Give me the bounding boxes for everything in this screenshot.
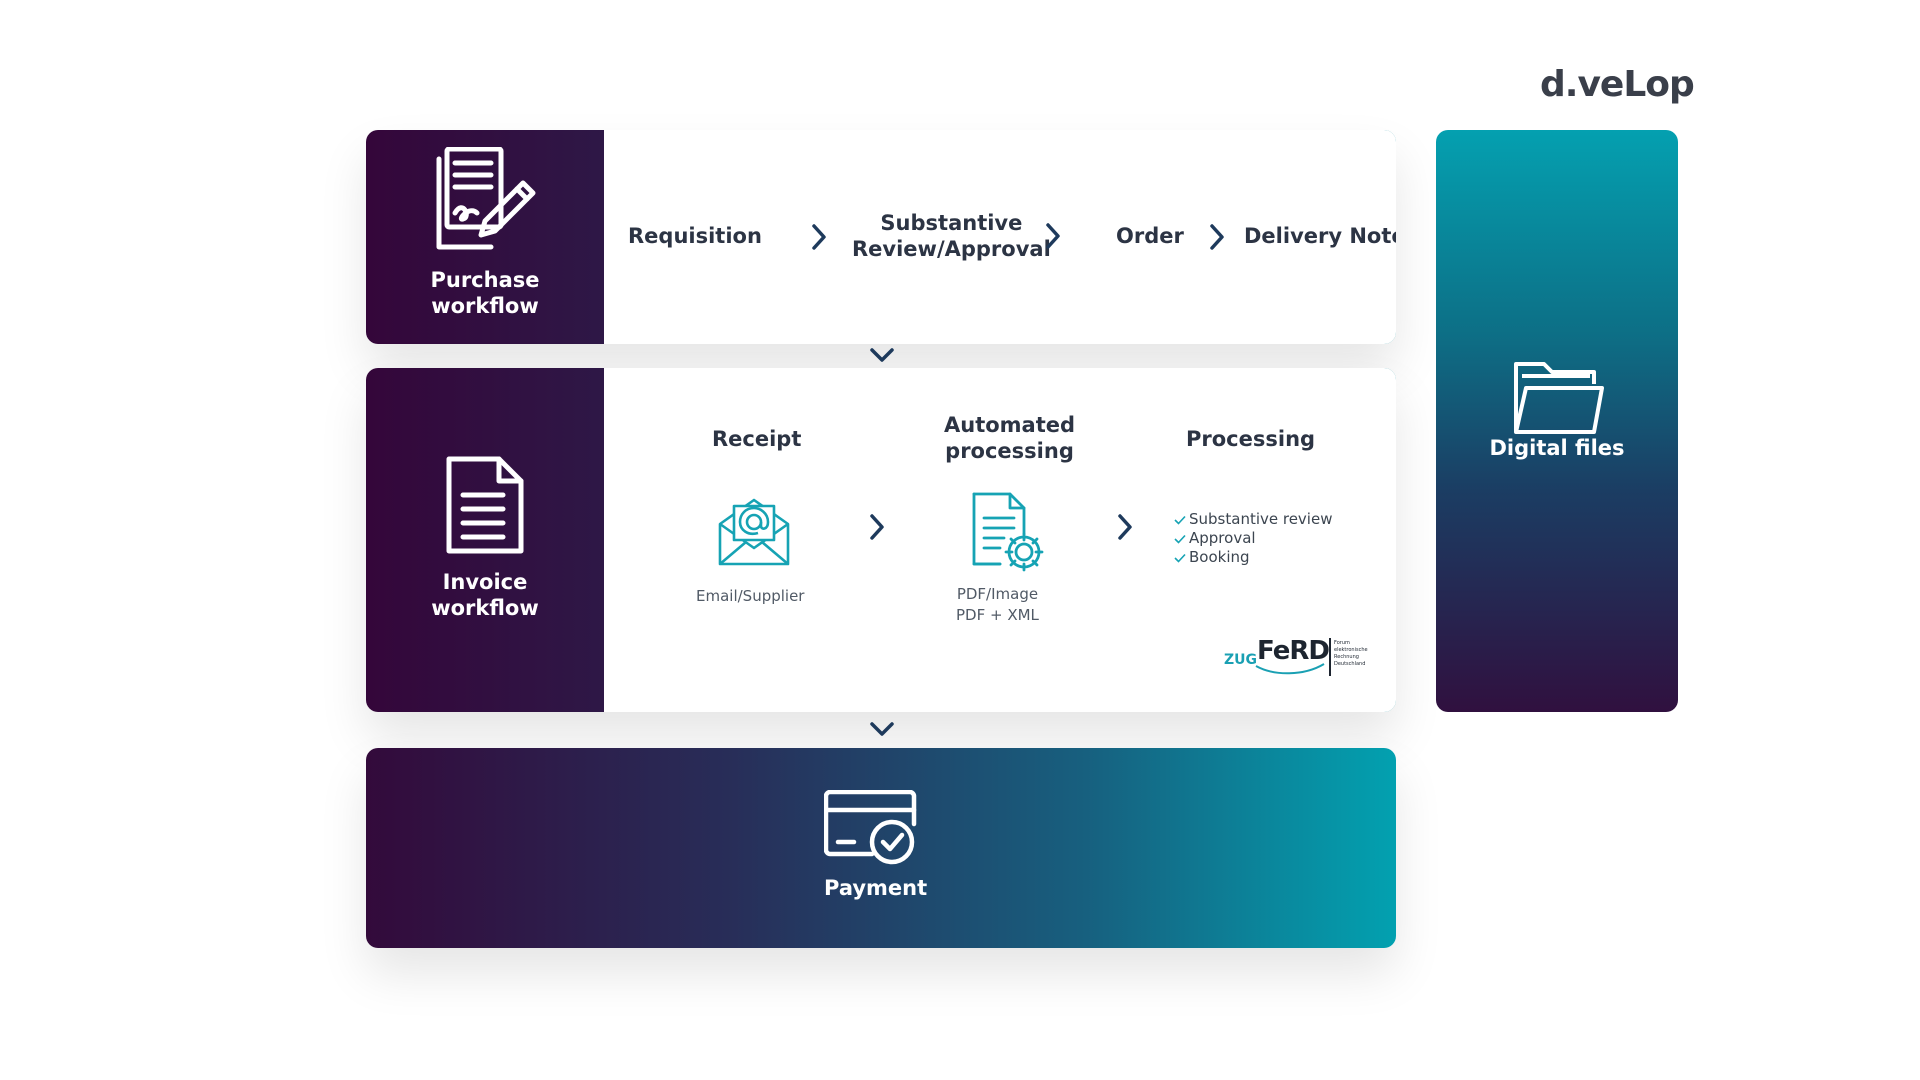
develop-logo: d.veLop — [1540, 64, 1695, 105]
document-gear-icon — [970, 490, 1050, 580]
chevron-right-icon — [1046, 223, 1060, 249]
processing-checklist: Substantive review Approval Booking — [1174, 510, 1332, 567]
digital-files-card: Digital files — [1436, 130, 1678, 712]
chevron-right-icon — [870, 514, 884, 540]
invoice-workflow-header: Invoice workflow — [366, 368, 604, 712]
step-requisition-label: Requisition — [628, 224, 762, 248]
zugferd-main: FeRD — [1257, 636, 1330, 666]
step-order-label: Order — [1116, 224, 1184, 248]
chevron-down-icon — [870, 722, 894, 736]
purchase-title-line2: workflow — [431, 294, 539, 318]
checklist-item: Approval — [1174, 529, 1332, 548]
automated-processing-title: Automated processing — [944, 412, 1075, 464]
digital-files-content: Digital files — [1436, 130, 1678, 712]
automated-title-line2: processing — [945, 439, 1074, 463]
purchase-steps-panel: Requisition Substantive Review/Approval … — [604, 130, 1396, 344]
receipt-title: Receipt — [712, 427, 802, 451]
purchase-workflow-card: Purchase workflow Requisition Substantiv… — [366, 130, 1396, 344]
processing-title: Processing — [1186, 427, 1316, 451]
folder-icon — [1510, 358, 1606, 442]
zugferd-divider — [1329, 638, 1331, 676]
step-substantive-line2: Review/Approval — [852, 237, 1051, 261]
check-label: Approval — [1189, 529, 1256, 547]
checklist-item: Booking — [1174, 548, 1332, 567]
step-requisition: Requisition — [628, 223, 762, 249]
step-substantive-review: Substantive Review/Approval — [852, 210, 1051, 262]
email-envelope-icon — [718, 498, 790, 570]
check-icon — [1174, 515, 1186, 525]
zugferd-logo: ZUG FeRD Forum elektronische Rechnung De… — [1224, 636, 1384, 682]
contract-signature-icon — [433, 146, 537, 257]
card-check-icon — [823, 789, 920, 870]
automated-caption-line2: PDF + XML — [956, 606, 1039, 624]
step-delivery-note: Delivery Note — [1244, 223, 1396, 249]
payment-title: Payment — [824, 876, 928, 900]
zugferd-prefix: ZUG — [1224, 652, 1258, 668]
check-label: Booking — [1189, 548, 1250, 566]
invoice-title-line1: Invoice — [442, 570, 528, 594]
payment-card: Payment — [366, 748, 1396, 948]
check-icon — [1174, 553, 1186, 563]
step-substantive-line1: Substantive — [880, 211, 1023, 235]
automated-caption: PDF/Image PDF + XML — [956, 584, 1039, 626]
invoice-title-line2: workflow — [431, 596, 539, 620]
zugferd-fine-print: Forum elektronische Rechnung Deutschland — [1334, 640, 1368, 667]
check-label: Substantive review — [1189, 510, 1333, 528]
chevron-down-icon — [870, 348, 894, 362]
chevron-right-icon — [812, 224, 826, 250]
payment-content: Payment — [366, 748, 1396, 948]
automated-title-line1: Automated — [944, 413, 1076, 437]
checklist-item: Substantive review — [1174, 510, 1332, 529]
digital-files-title: Digital files — [1489, 436, 1625, 460]
purchase-workflow-header: Purchase workflow — [366, 130, 604, 344]
chevron-right-icon — [1210, 224, 1224, 250]
check-icon — [1174, 534, 1186, 544]
chevron-right-icon — [1118, 514, 1132, 540]
zugferd-swoosh-icon — [1255, 663, 1325, 675]
automated-caption-line1: PDF/Image — [956, 585, 1039, 603]
receipt-caption: Email/Supplier — [696, 587, 805, 605]
document-icon — [445, 455, 525, 559]
invoice-workflow-card: Invoice workflow Receipt Email/Supplier … — [366, 368, 1396, 712]
purchase-title-line1: Purchase — [430, 268, 540, 292]
invoice-steps-panel: Receipt Email/Supplier Automated process… — [604, 368, 1396, 712]
step-delivery-note-label: Delivery Note — [1244, 224, 1396, 248]
step-order: Order — [1116, 223, 1184, 249]
